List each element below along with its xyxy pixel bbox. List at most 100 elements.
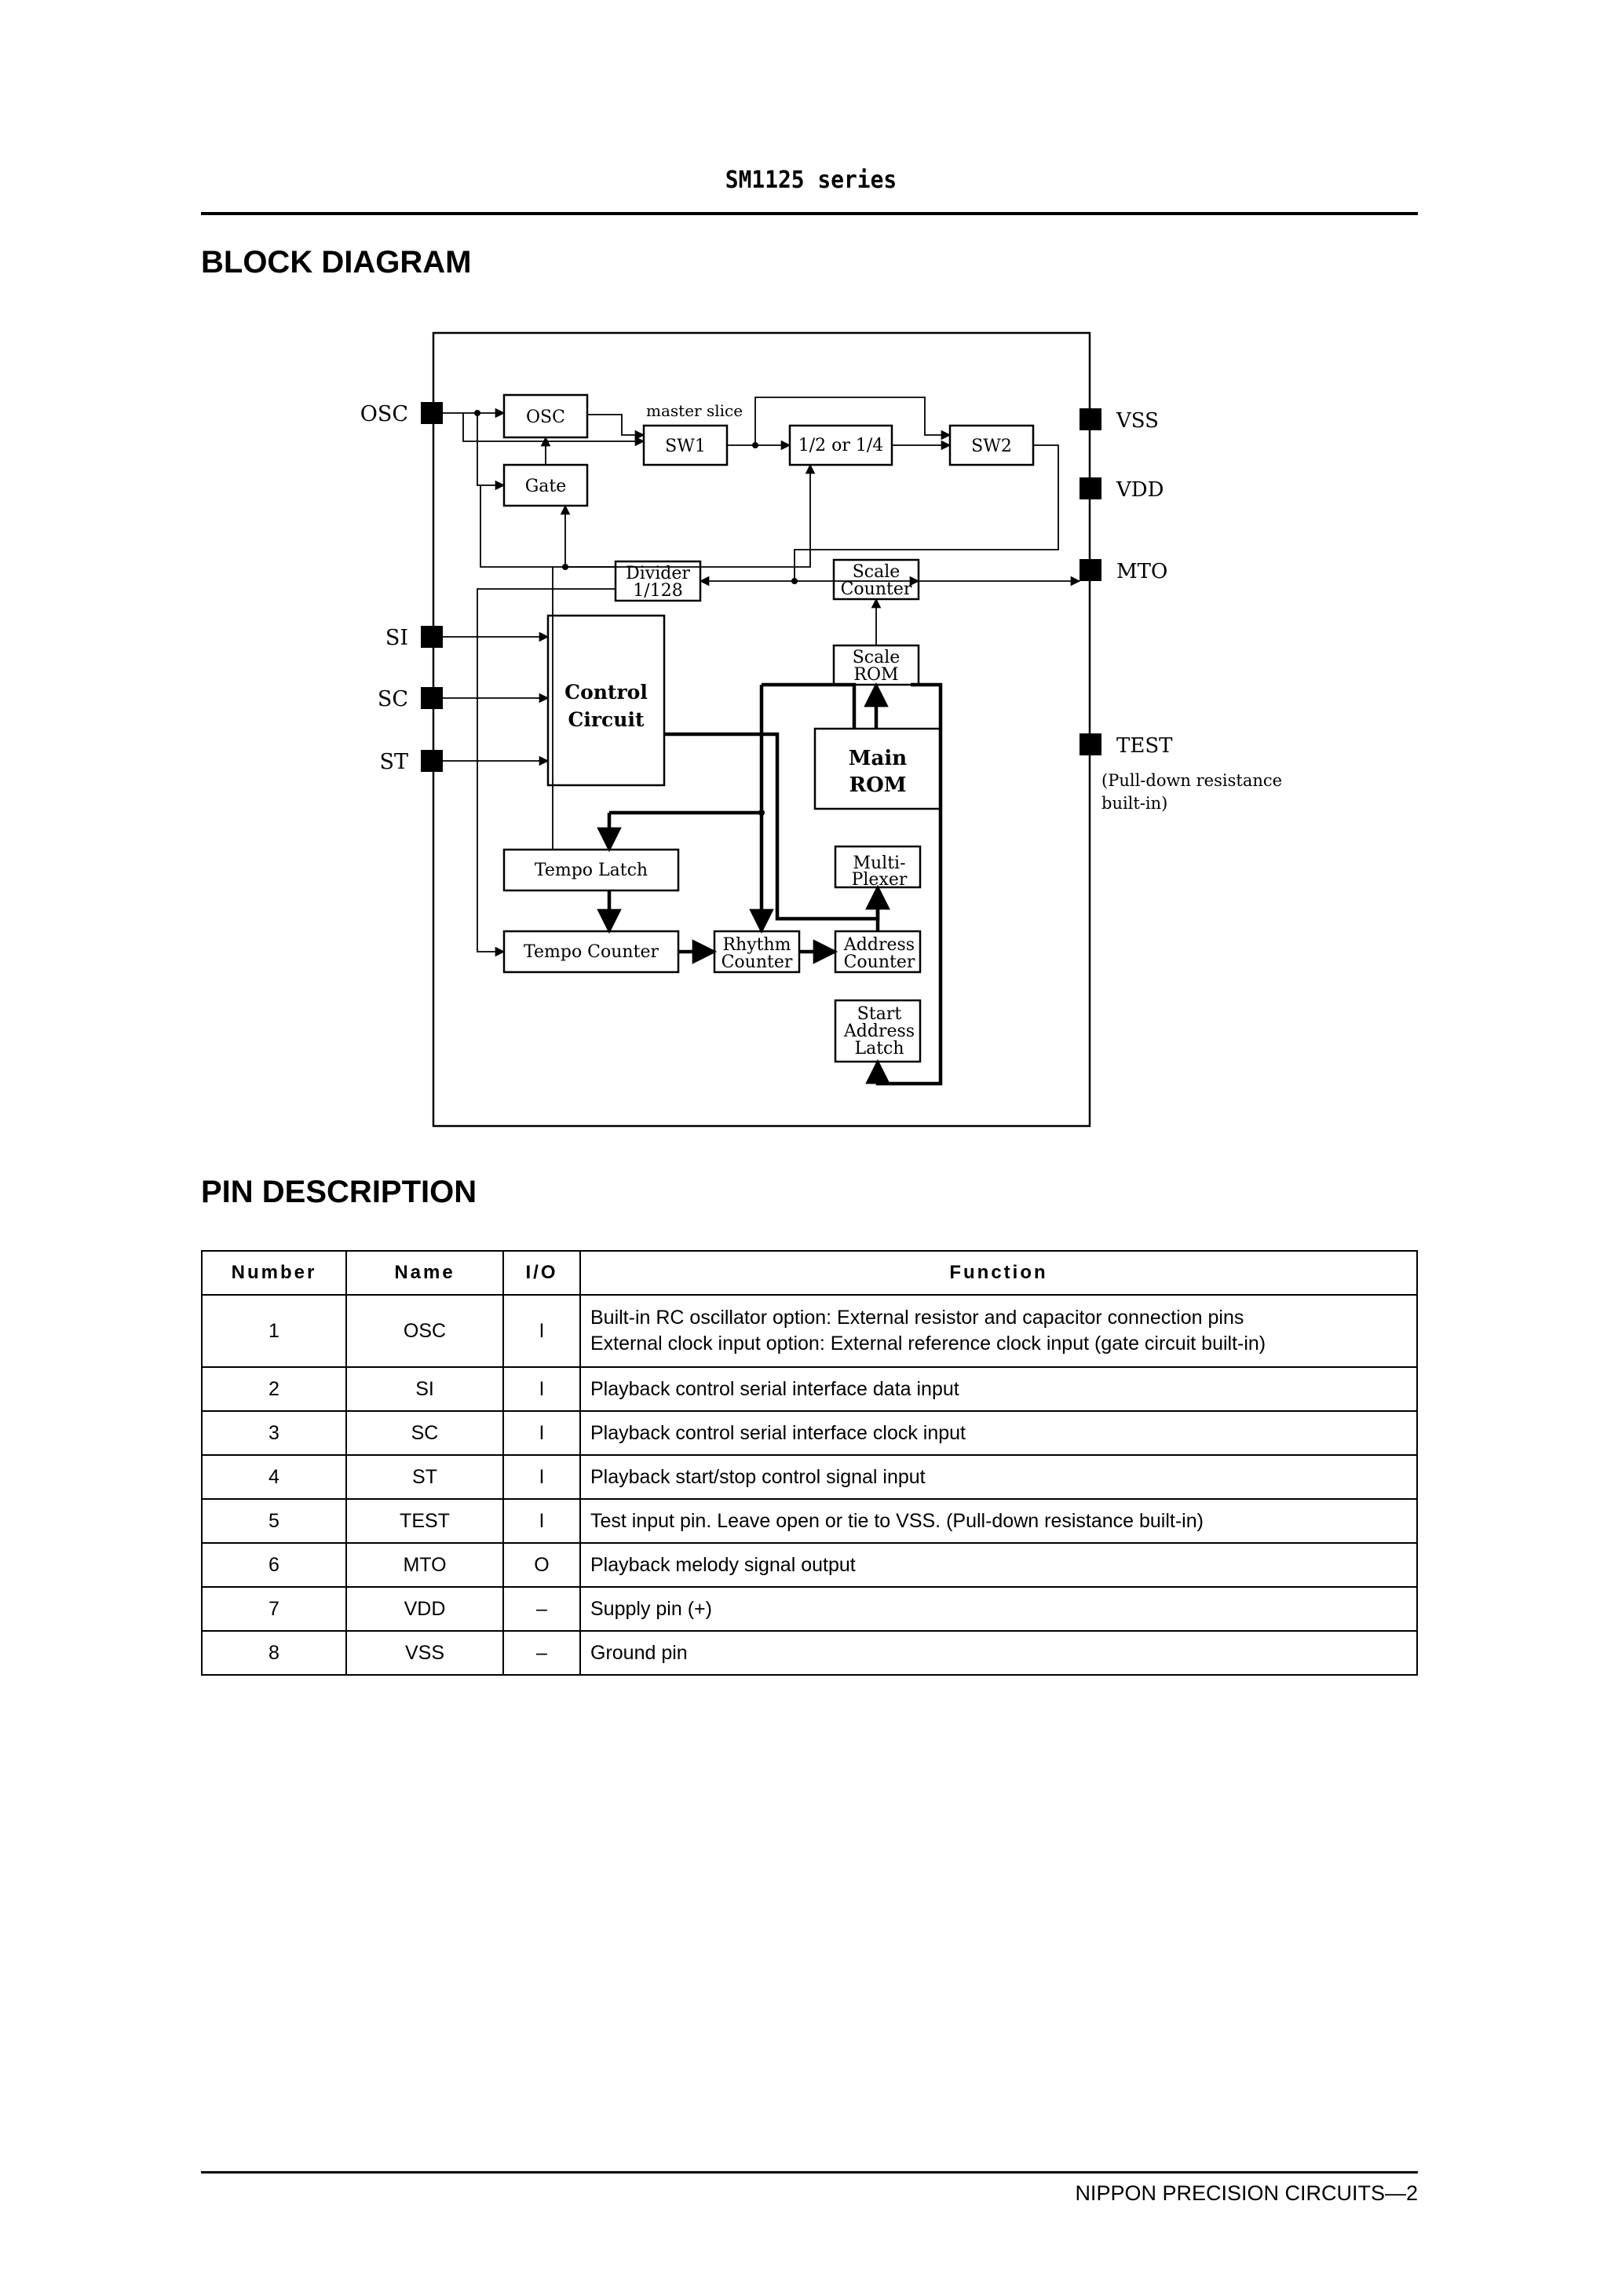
multiplexer-block bbox=[834, 845, 922, 889]
table-row: 8 VSS – Ground pin bbox=[201, 1630, 1418, 1676]
pin-function-line: External clock input option: External re… bbox=[590, 1333, 1266, 1355]
pin-number: 8 bbox=[201, 1630, 347, 1676]
header-rule bbox=[201, 212, 1418, 215]
test-note-line-2: built-in) bbox=[1101, 794, 1167, 813]
main-rom-label-1: Main bbox=[849, 747, 908, 770]
control-circuit-block bbox=[546, 614, 666, 787]
table-row: 2 SI I Playback control serial interface… bbox=[201, 1366, 1418, 1412]
pin-function-line: Built-in RC oscillator option: External … bbox=[590, 1307, 1244, 1329]
pin-io: I bbox=[502, 1294, 581, 1368]
address-counter-label-1: Address bbox=[843, 935, 915, 955]
pin-name: VSS bbox=[345, 1630, 504, 1676]
table-row: 6 MTO O Playback melody signal output bbox=[201, 1542, 1418, 1588]
pin-name: TEST bbox=[345, 1498, 504, 1544]
scale-rom-label-2: ROM bbox=[853, 665, 898, 685]
pin-number: 5 bbox=[201, 1498, 347, 1544]
tempo-latch-block bbox=[502, 848, 680, 892]
pin-function: Test input pin. Leave open or tie to VSS… bbox=[579, 1498, 1418, 1544]
header-io: I/O bbox=[502, 1250, 581, 1296]
pin-number: 3 bbox=[201, 1410, 347, 1456]
pin-name: VDD bbox=[345, 1586, 504, 1632]
table-header-row: Number Name I/O Function bbox=[201, 1250, 1418, 1296]
main-rom-block bbox=[813, 727, 942, 810]
pin-name: SC bbox=[345, 1410, 504, 1456]
start-address-latch-label-3: Latch bbox=[854, 1039, 904, 1058]
pin-vdd-square bbox=[1080, 477, 1101, 499]
pin-io: I bbox=[502, 1410, 581, 1456]
pin-mto-square bbox=[1080, 559, 1101, 581]
tempo-counter-block bbox=[502, 930, 680, 974]
scale-rom-label-1: Scale bbox=[853, 648, 901, 667]
address-counter-block bbox=[834, 930, 922, 974]
osc-block-label: OSC bbox=[526, 408, 565, 427]
main-rom-label-2: ROM bbox=[849, 773, 906, 797]
table-row: 4 ST I Playback start/stop control signa… bbox=[201, 1454, 1418, 1500]
data-buses bbox=[597, 682, 943, 1086]
signal-wires bbox=[443, 397, 1081, 957]
pin-label-si: SI bbox=[385, 626, 408, 650]
table-row: 3 SC I Playback control serial interface… bbox=[201, 1410, 1418, 1456]
gate-block bbox=[502, 463, 589, 507]
start-address-latch-label-2: Address bbox=[843, 1022, 915, 1041]
scale-counter-label-2: Counter bbox=[841, 579, 912, 599]
pin-io: O bbox=[502, 1542, 581, 1588]
control-circuit-label-2: Circuit bbox=[568, 708, 644, 731]
multiplexer-label-2: Plexer bbox=[852, 870, 908, 890]
pin-label-mto: MTO bbox=[1116, 560, 1167, 583]
pin-number: 2 bbox=[201, 1366, 347, 1412]
pin-function: Playback start/stop control signal input bbox=[579, 1454, 1418, 1500]
pin-io: – bbox=[502, 1630, 581, 1676]
master-slice-label: master slice bbox=[646, 401, 743, 420]
table-row: 1 OSC I Built-in RC oscillator option: E… bbox=[201, 1294, 1418, 1368]
pin-label-vdd: VDD bbox=[1116, 478, 1164, 502]
pin-io: I bbox=[502, 1366, 581, 1412]
tempo-latch-label: Tempo Latch bbox=[535, 861, 648, 880]
pin-osc-square bbox=[421, 402, 443, 424]
header-number: Number bbox=[201, 1250, 347, 1296]
block-diagram: OSC SI SC ST VSS VDD MTO TEST (Pull-down… bbox=[360, 331, 1282, 1128]
pin-io: I bbox=[502, 1498, 581, 1544]
pin-description-heading: PIN DESCRIPTION bbox=[201, 1175, 477, 1209]
header-name: Name bbox=[345, 1250, 504, 1296]
pin-function: Playback control serial interface data i… bbox=[579, 1366, 1418, 1412]
footer-rule bbox=[201, 2171, 1418, 2174]
pin-name: MTO bbox=[345, 1542, 504, 1588]
control-circuit-label-1: Control bbox=[564, 681, 648, 704]
scale-rom-block bbox=[832, 644, 920, 686]
pin-function: Supply pin (+) bbox=[579, 1586, 1418, 1632]
pin-label-vss: VSS bbox=[1116, 409, 1159, 433]
header-function: Function bbox=[579, 1250, 1418, 1296]
test-note-line-1: (Pull-down resistance bbox=[1101, 771, 1282, 790]
table-row: 7 VDD – Supply pin (+) bbox=[201, 1586, 1418, 1632]
pin-label-osc: OSC bbox=[360, 402, 408, 426]
pin-function: Built-in RC oscillator option: External … bbox=[579, 1294, 1418, 1368]
pin-test-square bbox=[1080, 733, 1101, 755]
pin-function: Playback melody signal output bbox=[579, 1542, 1418, 1588]
rhythm-counter-label-2: Counter bbox=[721, 952, 793, 972]
pin-number: 4 bbox=[201, 1454, 347, 1500]
multiplexer-label-1: Multi- bbox=[853, 854, 905, 873]
pin-name: ST bbox=[345, 1454, 504, 1500]
footer-text: NIPPON PRECISION CIRCUITS—2 bbox=[1075, 2181, 1418, 2205]
pin-io: I bbox=[502, 1454, 581, 1500]
rhythm-counter-label-1: Rhythm bbox=[722, 935, 791, 955]
start-address-latch-label-1: Start bbox=[857, 1004, 902, 1024]
pin-function: Playback control serial interface clock … bbox=[579, 1410, 1418, 1456]
sw2-label: SW2 bbox=[971, 437, 1012, 456]
pin-label-test: TEST bbox=[1116, 734, 1173, 758]
pin-vss-square bbox=[1080, 408, 1101, 430]
start-address-latch-block bbox=[834, 999, 922, 1063]
pin-description-table: Number Name I/O Function 1 OSC I Built-i… bbox=[201, 1250, 1418, 1676]
pin-name: OSC bbox=[345, 1294, 504, 1368]
pin-label-sc: SC bbox=[378, 687, 408, 711]
pin-number: 1 bbox=[201, 1294, 347, 1368]
tempo-counter-label: Tempo Counter bbox=[524, 942, 659, 962]
divider-label-2: 1/128 bbox=[633, 581, 682, 601]
sw1-label: SW1 bbox=[665, 437, 706, 456]
address-counter-label-2: Counter bbox=[844, 952, 915, 972]
chip-outline bbox=[432, 331, 1091, 1128]
pin-st-square bbox=[421, 750, 443, 772]
pin-name: SI bbox=[345, 1366, 504, 1412]
pin-function: Ground pin bbox=[579, 1630, 1418, 1676]
pin-io: – bbox=[502, 1586, 581, 1632]
